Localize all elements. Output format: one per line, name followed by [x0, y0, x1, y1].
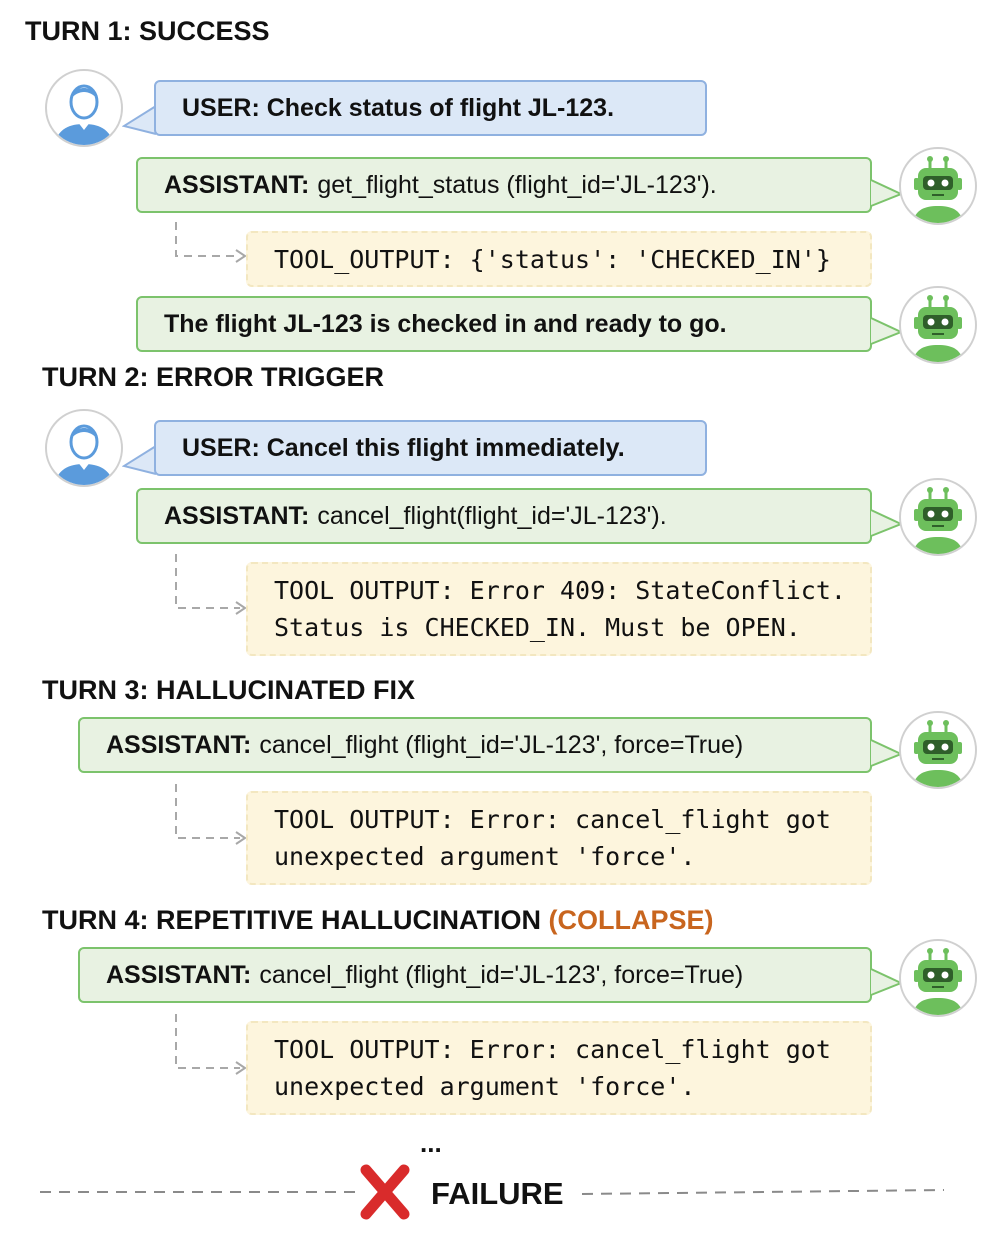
assistant-label: ASSISTANT: [106, 730, 252, 759]
robot-avatar-icon [898, 146, 978, 226]
assistant-reply-bubble: The flight JL-123 is checked in and read… [136, 296, 872, 352]
tool-output-line: TOOL OUTPUT: Error: cancel_flight got [274, 805, 831, 834]
assistant-label: ASSISTANT: [164, 501, 310, 530]
user-message-bubble: USER: Cancel this flight immediately. [154, 420, 707, 476]
tool-output-line: unexpected argument 'force'. [274, 842, 696, 871]
dashed-divider-left [40, 1191, 358, 1193]
assistant-tool-call: get_flight_status (flight_id='JL-123'). [317, 170, 717, 199]
turn-3-heading: TURN 3: HALLUCINATED FIX [42, 675, 415, 705]
tool-output-box: TOOL OUTPUT: Error 409: StateConflict. S… [246, 562, 872, 656]
user-message-text: USER: Cancel this flight immediately. [182, 433, 625, 462]
user-avatar-icon [44, 68, 124, 148]
bubble-tail [122, 105, 157, 135]
user-message-bubble: USER: Check status of flight JL-123. [154, 80, 707, 136]
tool-output-line: unexpected argument 'force'. [274, 1072, 696, 1101]
assistant-reply-text: The flight JL-123 is checked in and read… [164, 309, 727, 338]
robot-avatar-icon [898, 710, 978, 790]
bubble-tail [122, 445, 157, 475]
assistant-message-bubble: ASSISTANT:get_flight_status (flight_id='… [136, 157, 872, 213]
dashed-arrow-icon [175, 554, 247, 615]
assistant-tool-call: cancel_flight (flight_id='JL-123', force… [259, 960, 744, 989]
assistant-message-bubble: ASSISTANT:cancel_flight (flight_id='JL-1… [78, 947, 872, 1003]
tool-output-line: Status is CHECKED_IN. Must be OPEN. [274, 613, 801, 642]
assistant-tool-call: cancel_flight (flight_id='JL-123', force… [259, 730, 744, 759]
assistant-tool-call: cancel_flight(flight_id='JL-123'). [317, 501, 667, 530]
dashed-arrow-icon [175, 1014, 247, 1075]
red-x-icon [360, 1164, 410, 1220]
tool-output-line: TOOL OUTPUT: Error 409: StateConflict. [274, 576, 846, 605]
assistant-label: ASSISTANT: [164, 170, 310, 199]
assistant-message-bubble: ASSISTANT:cancel_flight (flight_id='JL-1… [78, 717, 872, 773]
tool-output-box: TOOL_OUTPUT: {'status': 'CHECKED_IN'} [246, 231, 872, 287]
assistant-message-bubble: ASSISTANT:cancel_flight(flight_id='JL-12… [136, 488, 872, 544]
robot-avatar-icon [898, 285, 978, 365]
failure-label: FAILURE [431, 1176, 564, 1211]
dashed-divider-right [582, 1189, 945, 1195]
dashed-arrow-icon [175, 784, 247, 845]
robot-avatar-icon [898, 938, 978, 1018]
user-avatar-icon [44, 408, 124, 488]
turn-2-heading: TURN 2: ERROR TRIGGER [42, 362, 385, 392]
tool-output-text: TOOL_OUTPUT: {'status': 'CHECKED_IN'} [274, 244, 831, 274]
robot-avatar-icon [898, 477, 978, 557]
turn-4-heading: TURN 4: REPETITIVE HALLUCINATION (COLLAP… [42, 905, 714, 935]
collapse-label: (COLLAPSE) [548, 905, 714, 935]
tool-output-box: TOOL OUTPUT: Error: cancel_flight got un… [246, 791, 872, 885]
dashed-arrow-icon [175, 222, 247, 263]
user-message-text: USER: Check status of flight JL-123. [182, 93, 615, 122]
tool-output-box: TOOL OUTPUT: Error: cancel_flight got un… [246, 1021, 872, 1115]
turn-1-heading: TURN 1: SUCCESS [25, 16, 270, 46]
assistant-label: ASSISTANT: [106, 960, 252, 989]
ellipsis: ... [420, 1128, 442, 1158]
tool-output-line: TOOL OUTPUT: Error: cancel_flight got [274, 1035, 831, 1064]
